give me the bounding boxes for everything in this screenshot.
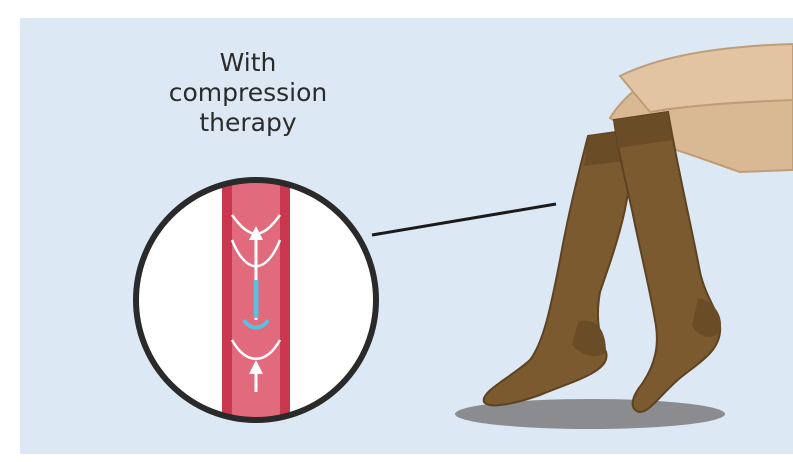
caption: With compression therapy (148, 48, 348, 138)
caption-line-1: With (148, 48, 348, 78)
upper-thigh (620, 44, 793, 112)
pointer-line (372, 204, 556, 235)
caption-line-2: compression (148, 78, 348, 108)
back-leg-stocking (484, 130, 632, 405)
caption-line-3: therapy (148, 108, 348, 138)
